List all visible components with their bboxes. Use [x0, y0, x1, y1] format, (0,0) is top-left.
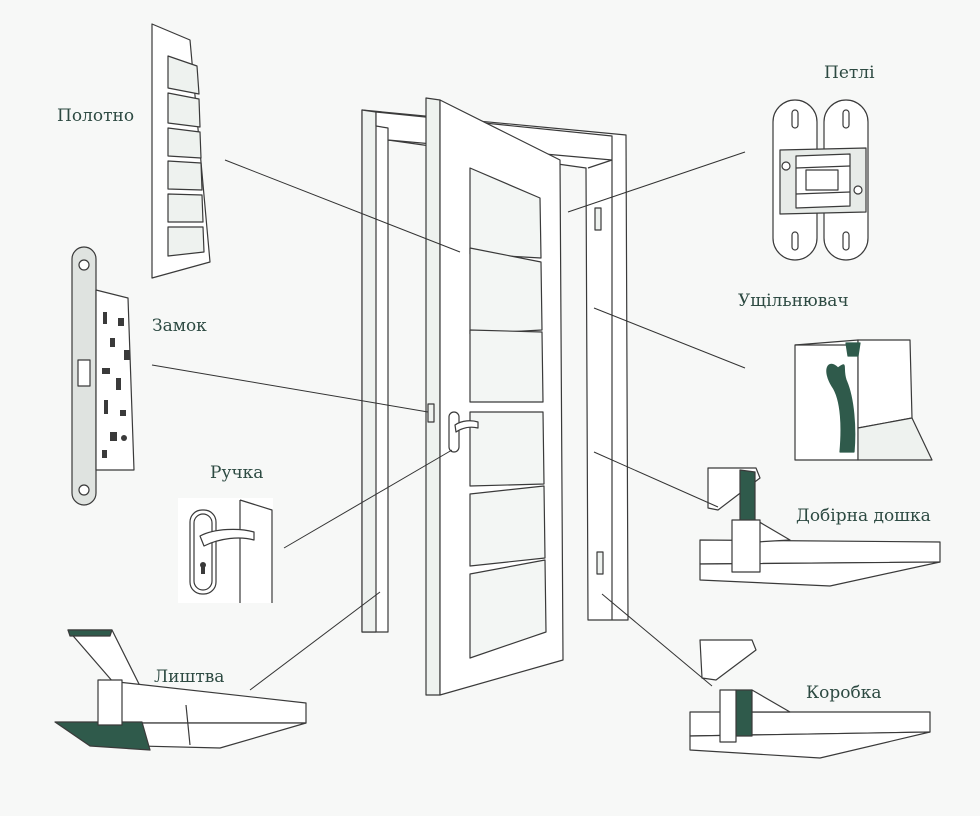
label-hinges: Петлі	[824, 63, 875, 83]
label-extension: Добірна дошка	[796, 506, 931, 526]
frame-box-detail	[689, 639, 931, 759]
leader-line-hinges	[567, 151, 746, 213]
label-handle: Ручка	[210, 463, 264, 483]
leader-line-handle	[283, 449, 453, 549]
leader-line-extension	[593, 451, 719, 508]
seal-profile	[794, 339, 933, 461]
leader-line-frame	[601, 593, 713, 687]
trim-detail	[54, 629, 307, 751]
label-frame: Коробка	[806, 683, 882, 703]
leader-line-lock	[151, 364, 429, 413]
leader-lines	[151, 151, 746, 691]
label-seal: Ущільнювач	[738, 291, 849, 311]
door-handle	[178, 498, 273, 603]
extension-board-detail	[699, 467, 941, 587]
label-leaf: Полотно	[57, 106, 135, 126]
main-door-leaf	[425, 97, 564, 696]
leader-line-trim	[249, 591, 381, 691]
leader-line-leaf	[224, 159, 461, 253]
label-lock: Замок	[152, 316, 207, 336]
mortise-lock	[71, 246, 135, 506]
label-trim: Лиштва	[154, 667, 225, 687]
door-leaf-thumbnail	[151, 23, 211, 279]
leader-line-seal	[593, 307, 746, 369]
concealed-hinges	[772, 99, 869, 261]
